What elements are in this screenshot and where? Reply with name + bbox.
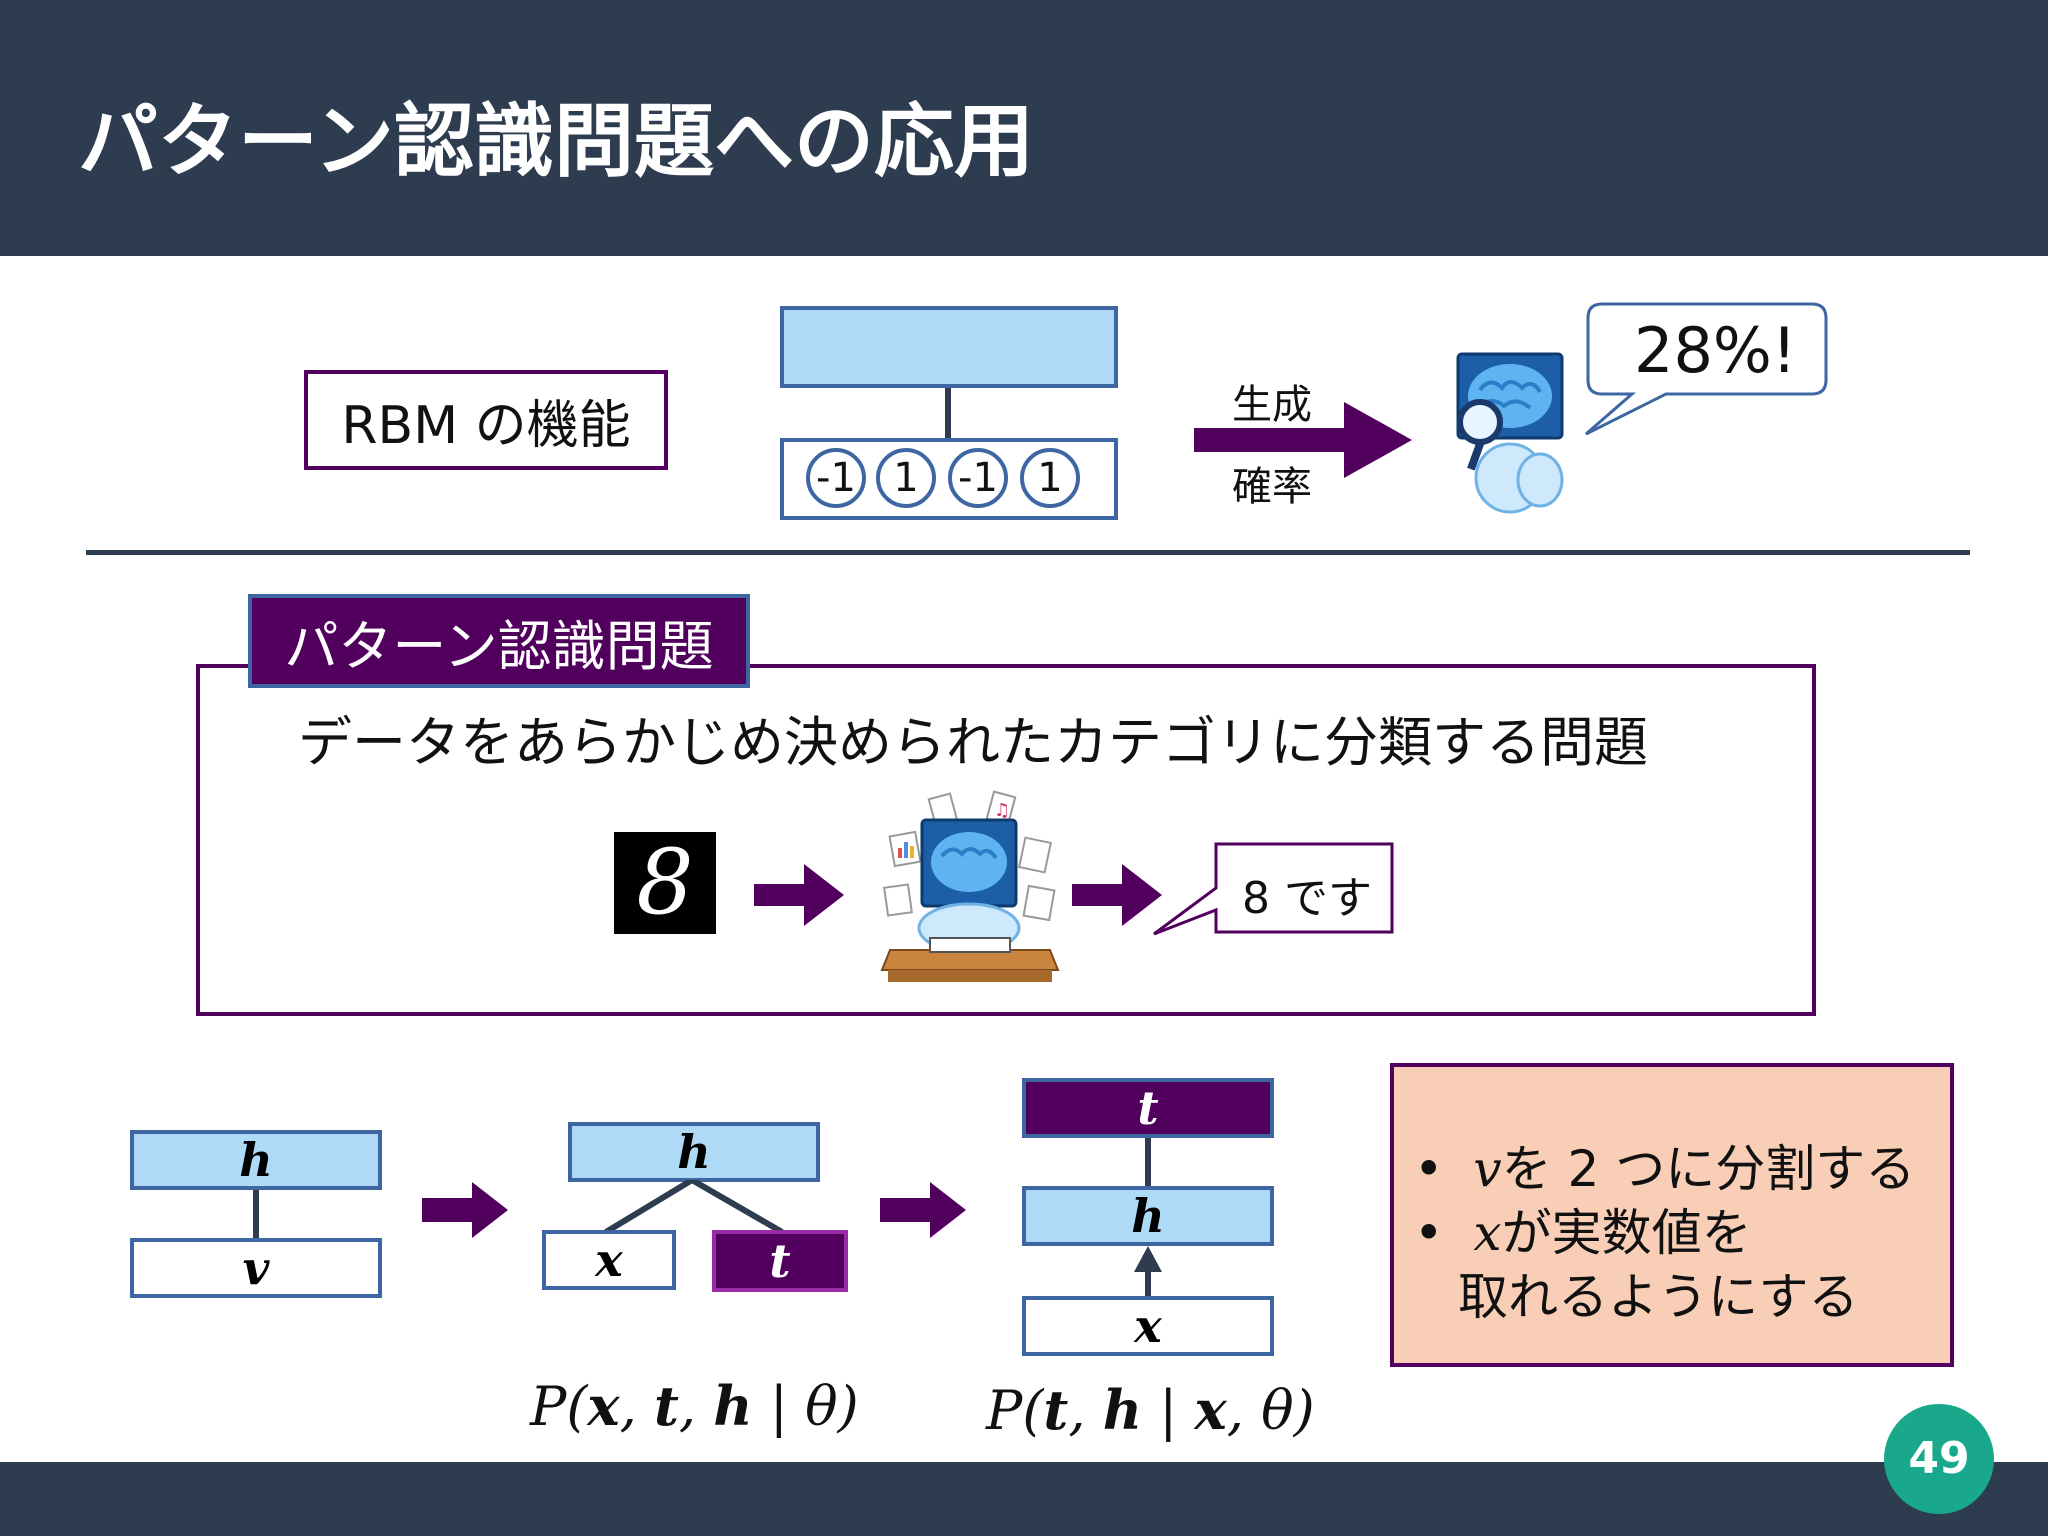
formula-joint-x: x <box>587 1374 620 1438</box>
pattern-description: データをあらかじめ決められたカテゴリに分類する問題 <box>298 711 1648 774</box>
formula-joint-p: P <box>530 1375 567 1438</box>
rbm-connector <box>945 388 951 440</box>
answer-bubble <box>1153 842 1394 936</box>
arrow-label-generate: 生成 <box>1232 382 1312 428</box>
brain-robot-student-icon: ♫ <box>880 790 1060 982</box>
d1-v-label: v <box>242 1241 270 1295</box>
speech-bubble-28 <box>1585 302 1828 436</box>
arrow-to-answer <box>1072 864 1162 926</box>
pattern-tab-title: パターン認識問題 <box>284 614 714 678</box>
d2-t-label: t <box>769 1234 791 1288</box>
diagram-arrow-1 <box>422 1182 508 1238</box>
d3-t-layer: t <box>1022 1078 1274 1138</box>
diagram-arrow-2 <box>880 1182 966 1238</box>
d2-h-label: h <box>677 1125 711 1179</box>
d1-h-layer: h <box>130 1130 382 1190</box>
rbm-label-text: RBM の機能 <box>341 395 631 456</box>
visible-unit: -1 <box>806 448 866 508</box>
bullet: • <box>1414 1204 1444 1262</box>
formula-joint: P(x, t, h | θ) <box>530 1374 859 1438</box>
info-line-3: 取れるようにする <box>1458 1268 1859 1326</box>
info-box: • vを 2 つに分割する • xが実数値を 取れるようにする <box>1390 1063 1954 1367</box>
d2-connectors <box>604 1180 784 1232</box>
visible-unit: -1 <box>948 448 1008 508</box>
info-var-x: x <box>1473 1204 1502 1262</box>
pattern-frame <box>196 664 1816 1016</box>
d1-v-layer: v <box>130 1238 382 1298</box>
info-text-1: を 2 つに分割する <box>1501 1140 1916 1198</box>
digit-glyph: 8 <box>636 830 694 935</box>
d1-connector <box>253 1190 259 1238</box>
generate-arrow <box>1194 402 1412 478</box>
mnist-digit-image: 8 <box>614 832 716 934</box>
formula-cond: P(t, h | x, θ) <box>986 1378 1315 1442</box>
pattern-tab: パターン認識問題 <box>248 594 750 688</box>
answer-text: 8 です <box>1242 873 1372 924</box>
info-var-v: v <box>1473 1140 1502 1198</box>
d2-x-layer: x <box>542 1230 676 1290</box>
formula-cond-p: P <box>986 1379 1023 1442</box>
visible-unit: 1 <box>876 448 936 508</box>
d2-x-label: x <box>595 1233 623 1287</box>
formula-cond-theta: θ <box>1261 1379 1294 1442</box>
info-line-1: • vを 2 つに分割する <box>1414 1129 1915 1201</box>
d3-h-layer: h <box>1022 1186 1274 1246</box>
visible-unit: 1 <box>1020 448 1080 508</box>
speech-28-text: 28%! <box>1634 314 1797 387</box>
arrow-to-robot <box>754 864 844 926</box>
formula-cond-h: h <box>1102 1378 1142 1442</box>
formula-cond-x: x <box>1194 1378 1227 1442</box>
rbm-label: RBM の機能 <box>304 370 668 470</box>
brain-robot-magnifier-icon <box>1456 352 1564 514</box>
d3-x-layer: x <box>1022 1296 1274 1356</box>
page-number-badge: 49 <box>1884 1404 1994 1514</box>
rbm-hidden-layer <box>780 306 1118 388</box>
formula-joint-t: t <box>653 1374 679 1438</box>
slide-footer <box>0 1462 2048 1536</box>
slide-title: パターン認識問題への応用 <box>78 95 1034 188</box>
d3-t-label: t <box>1137 1081 1159 1135</box>
d2-h-layer: h <box>568 1122 820 1182</box>
d3-connector-top <box>1145 1138 1151 1188</box>
bullet: • <box>1414 1140 1444 1198</box>
info-text-2: が実数値を <box>1501 1204 1752 1262</box>
svg-text:♫: ♫ <box>994 800 1010 821</box>
d3-x-label: x <box>1134 1299 1162 1353</box>
d3-h-label: h <box>1131 1189 1165 1243</box>
slide-header: パターン認識問題への応用 <box>0 0 2048 256</box>
d3-arrow-up <box>1134 1246 1162 1298</box>
d2-t-layer: t <box>712 1230 848 1292</box>
formula-joint-theta: θ <box>805 1375 838 1438</box>
arrow-label-probability: 確率 <box>1232 464 1312 510</box>
formula-cond-t: t <box>1043 1378 1069 1442</box>
info-line-2: • xが実数値を <box>1414 1193 1752 1265</box>
section-divider <box>86 550 1970 555</box>
formula-joint-h: h <box>713 1374 753 1438</box>
d1-h-label: h <box>239 1133 273 1187</box>
